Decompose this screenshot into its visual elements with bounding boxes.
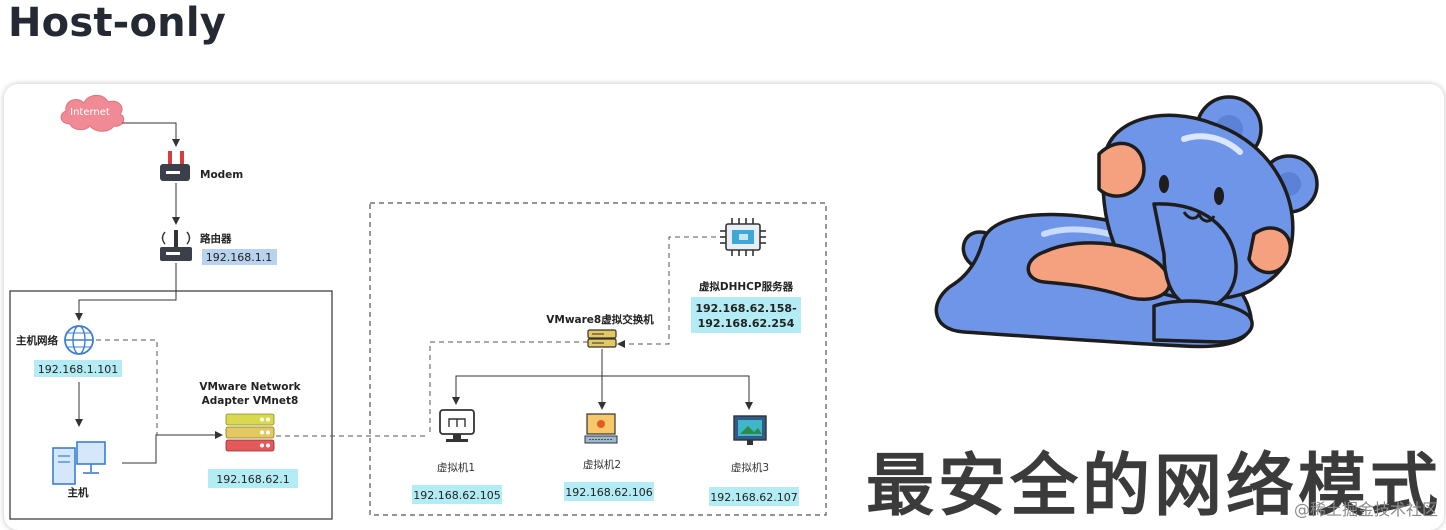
virtual-network-frame [369,202,827,516]
internet-cloud-icon [60,94,125,132]
adapter-ip: 192.168.62.1 [216,473,289,486]
switch-icon [587,329,617,348]
dhcp-label: 虚拟DHHCP服务器 [699,280,794,293]
dhcp-server-icon [720,218,766,256]
vm2-ip-box [564,482,654,501]
router-icon [160,230,192,261]
dhcp-range-start: 192.168.62.158- [695,302,796,315]
dhcp-range-end: 192.168.62.254 [698,317,795,330]
adapter-label-line1: VMware Network [199,381,301,393]
vm1-ip: 192.168.62.105 [413,489,500,502]
vm3-monitor-icon [733,415,767,445]
illustration-card: Internet Modem 路由器 192.168.1.1 主机网络 192.… [4,84,1444,530]
vm3-ip-box [709,487,799,506]
slogan-text: 最安全的网络模式 [866,447,1443,526]
adapter-label-line2: Adapter VMnet8 [202,395,299,407]
host-network-label: 主机网络 [16,334,58,347]
page-title: Host-only [8,0,227,46]
vm1-ip-box [412,485,502,504]
host-label: 主机 [68,486,89,499]
router-label: 路由器 [200,232,232,245]
relaxing-bear-illustration [934,95,1319,349]
adapter-server-icon [225,413,275,452]
vm2-label: 虚拟机2 [583,458,621,471]
vm1-label: 虚拟机1 [437,461,475,474]
vm3-label: 虚拟机3 [731,461,769,474]
dhcp-range-box [691,297,801,333]
host-network-ip: 192.168.1.101 [38,363,118,376]
internet-label: Internet [70,107,110,118]
modem-icon [160,151,190,181]
vm2-computer-icon [584,413,618,444]
network-diagram: Internet Modem 路由器 192.168.1.1 主机网络 192.… [9,94,1319,520]
watermark: @稀土掘金技术社区 [1293,500,1438,519]
host-network-ip-box [34,360,122,377]
globe-icon [64,325,94,355]
vm2-ip: 192.168.62.106 [565,486,652,499]
router-ip: 192.168.1.1 [206,251,272,264]
vm1-monitor-icon [439,409,475,442]
router-ip-box [202,249,277,265]
modem-label: Modem [200,169,243,181]
host-computer-icon [52,441,106,485]
switch-label: VMware8虚拟交换机 [546,313,654,326]
host-frame [9,290,333,520]
adapter-ip-box [208,469,298,488]
vm3-ip: 192.168.62.107 [710,491,797,504]
